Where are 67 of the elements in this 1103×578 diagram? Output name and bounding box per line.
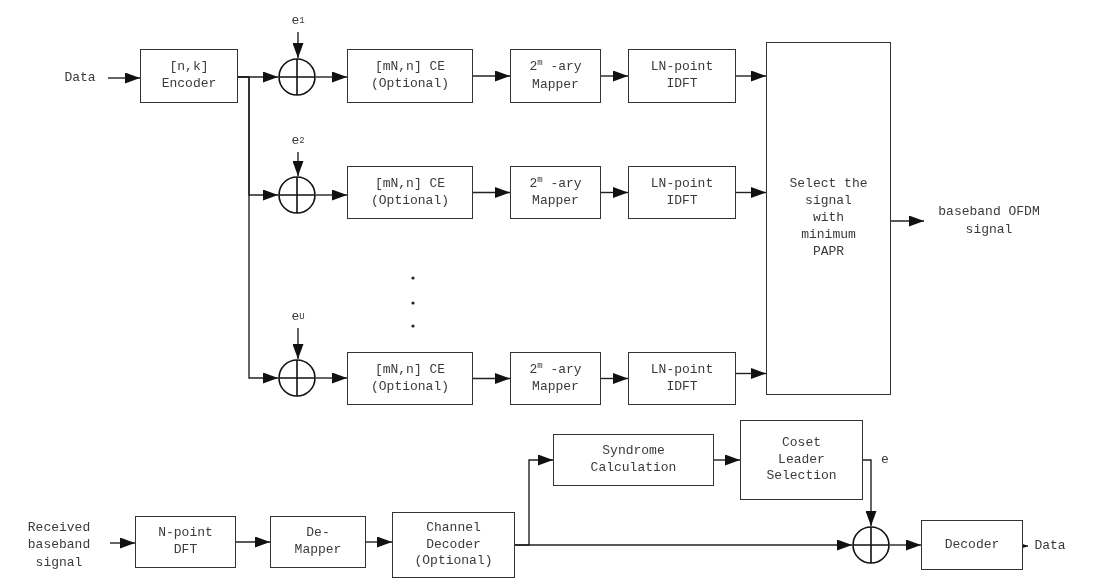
block-label: [mN,n] CE (Optional)	[370, 361, 450, 396]
block-label: [mN,n] CE (Optional)	[370, 59, 450, 93]
block-label: Coset Leader Selection	[766, 434, 837, 486]
arrow	[292, 31, 304, 59]
summing-junction	[278, 176, 316, 214]
arrow	[235, 536, 271, 548]
arrow	[107, 72, 141, 84]
arrow	[365, 536, 393, 548]
process-box	[140, 49, 238, 103]
block-label: De-Mapper	[294, 525, 342, 559]
process-box	[347, 352, 473, 405]
arrow	[600, 373, 629, 384]
process-box	[347, 49, 473, 103]
block-label: Decoder	[944, 536, 1000, 554]
arrow	[472, 373, 511, 384]
process-box	[347, 166, 473, 219]
process-box	[628, 49, 736, 103]
block-label: 2$^{m}$ -ary Mapper	[528, 360, 583, 397]
process-box	[740, 420, 863, 500]
process-box	[270, 516, 366, 568]
process-box	[392, 512, 515, 578]
block-label: [n,k] Encoder	[161, 59, 217, 93]
arrow	[315, 71, 348, 83]
arrow	[735, 187, 767, 198]
process-box	[510, 49, 601, 103]
arrow	[735, 70, 767, 82]
block-label: LN-point IDFT	[650, 361, 714, 396]
arrow	[472, 187, 511, 198]
process-box	[921, 520, 1023, 570]
arrow	[109, 537, 136, 549]
process-box	[766, 42, 891, 395]
summing-junction	[278, 359, 316, 397]
process-box	[553, 434, 714, 486]
block-label: N-point DFT	[158, 525, 213, 559]
arrow	[315, 372, 348, 384]
arrow	[315, 189, 348, 201]
signal-label: Data	[52, 68, 108, 88]
arrow	[889, 539, 922, 551]
arrow	[890, 215, 925, 227]
summing-junction	[278, 58, 316, 96]
summing-junction	[852, 526, 890, 564]
process-box	[510, 352, 601, 405]
signal-label: Data	[1028, 536, 1072, 556]
arrow	[292, 327, 304, 360]
block-label: LN-point IDFT	[650, 59, 714, 93]
block-label: LN-point IDFT	[650, 175, 714, 210]
process-box	[628, 166, 736, 219]
block-label: Syndrome Calculation	[590, 443, 677, 477]
block-label: 2$^{m}$ -ary Mapper	[528, 58, 583, 94]
block-label: 2$^{m}$ -ary Mapper	[528, 174, 583, 211]
arrow	[713, 454, 741, 466]
arrow	[600, 187, 629, 198]
block-label: [mN,n] CE (Optional)	[370, 175, 450, 210]
arrow	[237, 76, 279, 384]
arrow	[862, 459, 877, 527]
arrow	[292, 151, 304, 177]
arrow	[472, 70, 511, 82]
arrow	[600, 70, 629, 82]
process-box	[135, 516, 236, 568]
arrow	[514, 539, 853, 551]
signal-label: baseband OFDM signal	[924, 203, 1054, 239]
process-box	[510, 166, 601, 219]
block-label: Channel Decoder (Optional)	[414, 519, 493, 571]
block-label: Select the signal with minimum PAPR	[789, 176, 868, 261]
signal-label: Received baseband signal	[8, 518, 110, 572]
process-box	[628, 352, 736, 405]
arrow	[735, 368, 767, 379]
